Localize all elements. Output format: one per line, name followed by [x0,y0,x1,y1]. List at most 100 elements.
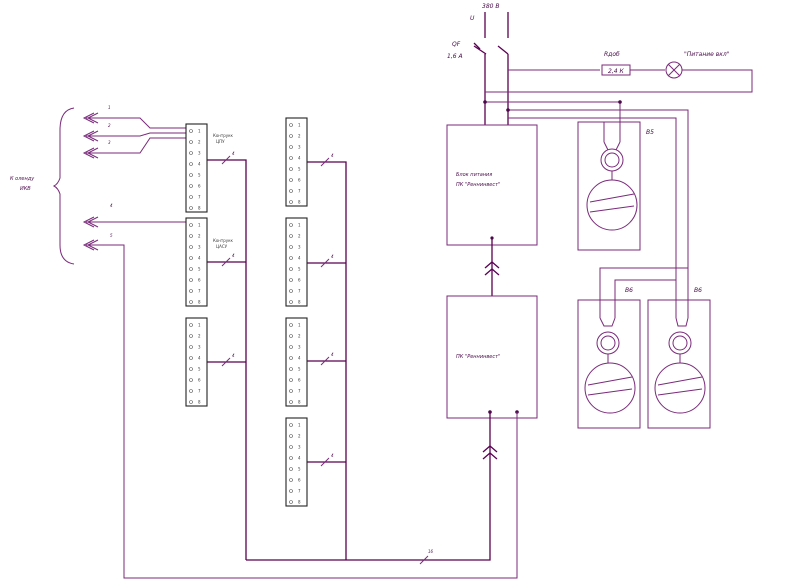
terminal-pin [189,151,193,155]
terminal-pin [189,345,193,349]
terminal-pin [289,234,293,238]
terminal-pin-label: 5 [198,267,201,272]
bus-tick-label-4: 4 [331,153,334,158]
terminal-pin [189,173,193,177]
terminal-pin-label: 4 [198,162,201,167]
terminal-pin-label: 1 [198,129,201,134]
terminal-pin [189,278,193,282]
terminal-strip-body [285,417,308,507]
terminal-pin-label: 8 [298,400,301,405]
terminal-pin [289,300,293,304]
bus-ticks [221,155,429,565]
terminal-pin [289,156,293,160]
fan-feed-c [508,117,677,282]
terminal-pin-label: 5 [298,167,301,172]
terminal-pin [189,256,193,260]
terminal-pin [189,378,193,382]
fan-feed-b [508,109,689,282]
cable-arrow-icon [82,130,186,142]
terminal-pin [189,234,193,238]
fan-feed-d [599,267,688,300]
terminal-pin-label: 2 [198,140,201,145]
controller-brace [52,107,75,265]
power-supply-label-line1: Блок питания [456,172,492,178]
strip-caption-2b: ЦАСУ [216,244,228,249]
junction-dot [618,100,622,104]
terminal-pin-label: 3 [198,151,201,156]
terminal-pin-label: 6 [298,478,301,483]
terminal-pin [289,323,293,327]
terminal-pin-label: 6 [198,184,201,189]
terminal-pin [189,162,193,166]
terminal-pin [289,500,293,504]
terminal-strip-body [285,217,308,307]
lamp-return-wire [485,69,753,93]
terminal-pin [289,256,293,260]
terminal-pin-label: 7 [198,195,201,200]
terminal-pin [189,223,193,227]
terminal-pin-label: 3 [198,345,201,350]
terminal-pin-label: 2 [198,334,201,339]
bus-tick-label-3: 4 [232,353,235,358]
terminal-strip-body [185,123,208,213]
terminal-strip-body [185,217,208,307]
cable-label-3: 3 [108,140,111,145]
terminal-pin-label: 5 [198,367,201,372]
terminal-pin [289,289,293,293]
terminal-strip-body [285,117,308,207]
terminal-pin-label: 3 [298,245,301,250]
terminal-pin [189,289,193,293]
cable-arrow-icon [82,112,186,129]
terminal-pin-label: 8 [298,300,301,305]
terminal-pin [289,445,293,449]
fan-b6-right [647,282,711,429]
terminal-pin [289,189,293,193]
terminal-pin [189,356,193,360]
terminal-pin [189,184,193,188]
terminal-pin [289,389,293,393]
junction-dot [490,236,494,240]
pc-block-label: ПК "Реннинвест" [456,354,500,360]
supply-voltage-label: 380 В [482,3,499,10]
lamp-label: "Питание вкл" [684,51,730,58]
breaker-ref-label: QF [452,41,461,48]
indicator-lamp-icon [665,61,683,79]
bus-tick-label-1: 4 [232,151,235,156]
terminal-pin-label: 1 [298,423,301,428]
controller-label-line1: К оленду [10,176,35,182]
terminal-pin-label: 3 [298,445,301,450]
fan-b6-left [577,299,641,429]
terminal-pin [289,167,293,171]
terminal-pin-label: 2 [298,234,301,239]
terminal-pin [189,334,193,338]
terminal-pin-label: 6 [298,278,301,283]
terminal-pin-label: 8 [198,400,201,405]
terminal-pin-label: 8 [198,300,201,305]
terminal-pin-label: 5 [298,267,301,272]
pc-block [446,295,538,419]
terminal-strip-body [285,317,308,407]
terminal-pin-label: 5 [198,173,201,178]
junction-dot [506,108,510,112]
terminal-pin [289,400,293,404]
terminal-pin [289,378,293,382]
main-bus-label: 16 [428,549,434,554]
terminal-pin [289,434,293,438]
terminal-pin-label: 7 [298,189,301,194]
terminal-pin [189,129,193,133]
terminal-pin [189,400,193,404]
terminal-pin [289,467,293,471]
resistor-ref-label: Rдоб [604,51,620,58]
cable-arrow-icon [82,216,186,228]
terminal-pin [289,178,293,182]
terminal-pin-label: 2 [298,334,301,339]
terminal-pin-label: 8 [298,200,301,205]
terminal-pin-label: 1 [298,223,301,228]
strip-caption-1a: Контрукк [213,133,234,138]
terminal-pin-label: 4 [298,456,301,461]
